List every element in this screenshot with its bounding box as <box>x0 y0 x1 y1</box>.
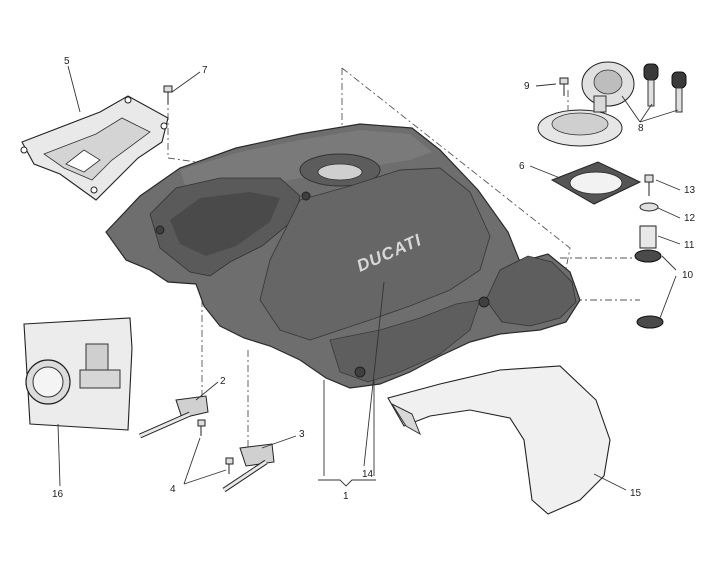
bracket-plate-part <box>20 95 169 201</box>
screws-part-4 <box>197 419 234 474</box>
callout-labels: 1 2 3 4 5 6 7 8 9 10 11 12 13 14 15 16 <box>52 56 696 502</box>
mount-hardware <box>634 174 664 329</box>
fuel-pump-panel-part <box>23 317 133 431</box>
screw-part-7 <box>163 85 173 104</box>
callout-14: 14 <box>362 469 374 480</box>
callout-6: 6 <box>519 161 525 172</box>
callout-8: 8 <box>638 123 644 134</box>
callout-11: 11 <box>684 240 695 251</box>
callout-16: 16 <box>52 489 64 500</box>
fuel-tank: DUCATI <box>105 123 581 389</box>
heat-shield-part <box>387 365 611 515</box>
callout-12: 12 <box>684 213 696 224</box>
callout-13: 13 <box>684 185 696 196</box>
callout-10: 10 <box>682 270 694 281</box>
pin-bracket-part-3 <box>222 443 275 493</box>
callout-5: 5 <box>64 56 70 67</box>
callout-9: 9 <box>524 81 530 92</box>
gasket-part <box>550 161 642 205</box>
callout-15: 15 <box>630 488 642 499</box>
callout-1: 1 <box>343 491 349 502</box>
callout-3: 3 <box>299 429 305 440</box>
keys-part <box>643 63 687 113</box>
filler-cap-assembly <box>537 61 635 147</box>
leader-lines <box>57 65 681 491</box>
callout-4: 4 <box>170 484 176 495</box>
pin-bracket-part-2 <box>138 395 209 439</box>
callout-7: 7 <box>202 65 208 76</box>
callout-2: 2 <box>220 376 226 387</box>
